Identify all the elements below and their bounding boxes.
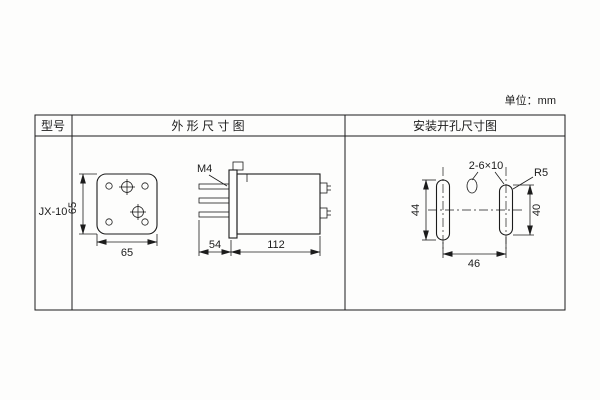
corner-hole xyxy=(105,218,113,226)
top-screw xyxy=(232,161,244,171)
relay-pin xyxy=(198,211,230,218)
terminal xyxy=(319,182,331,194)
mounting-slot-left xyxy=(435,179,451,241)
unit-label: 单位：mm xyxy=(505,93,556,107)
mounting-slot-right xyxy=(498,184,514,236)
dimension-body-length: 112 xyxy=(230,236,321,256)
mounting-flange xyxy=(228,169,238,239)
mounting-hole-drawing: 2-6×10 R5 44 40 xyxy=(410,160,548,270)
dimension-left-slot: 44 xyxy=(410,179,436,241)
crosshair-hole xyxy=(130,204,146,220)
corner-hole xyxy=(141,218,149,226)
front-view-drawing: 65 65 xyxy=(67,173,158,259)
spec-table-frame xyxy=(34,114,566,311)
oblong-hole xyxy=(466,178,478,194)
terminal xyxy=(319,207,331,219)
dimension-label: 46 xyxy=(468,258,480,270)
dimension-slot-spacing: 46 xyxy=(442,237,507,270)
column-header-model: 型号 xyxy=(41,119,65,133)
relay-pin xyxy=(198,197,230,204)
holes-count-label: 2-6×10 xyxy=(469,160,504,172)
corner-hole xyxy=(141,182,149,190)
dimension-socket-depth: 54 xyxy=(198,220,232,256)
relay-body xyxy=(236,173,321,235)
dimension-label: 44 xyxy=(410,204,422,216)
dimension-label: 65 xyxy=(67,202,79,214)
dimension-label: 112 xyxy=(267,239,285,251)
dimension-front-width: 65 xyxy=(96,234,158,259)
crosshair-hole xyxy=(119,179,135,195)
corner-hole xyxy=(105,182,113,190)
column-header-mounting: 安装开孔尺寸图 xyxy=(413,118,497,133)
dimension-label: 54 xyxy=(209,239,221,251)
model-value: JX-10 xyxy=(39,206,68,218)
column-header-outline: 外 形 尺 寸 图 xyxy=(171,119,244,133)
dimension-label: 40 xyxy=(531,204,543,216)
side-view-drawing: M4 54 112 xyxy=(197,161,331,256)
thread-label: M4 xyxy=(197,163,212,175)
dimension-right-slot: 40 xyxy=(513,184,543,236)
radius-label: R5 xyxy=(534,167,548,179)
dimension-label: 65 xyxy=(121,247,133,259)
dimension-front-height: 65 xyxy=(67,173,97,235)
